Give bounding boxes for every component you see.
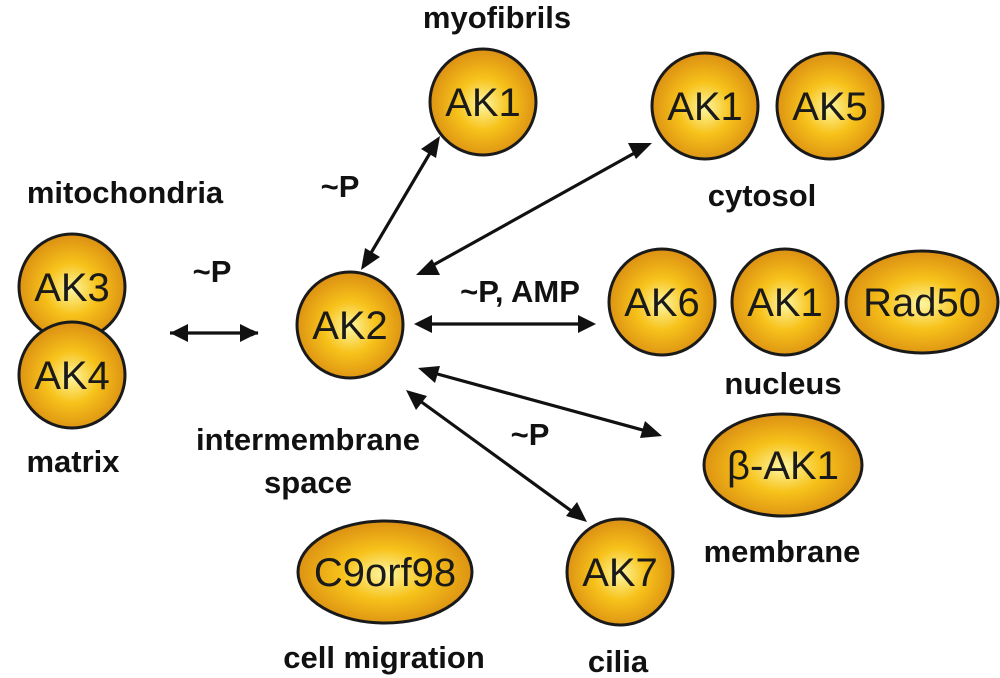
node-beta-ak1-label: β-AK1 <box>727 444 839 488</box>
arrow-head-cytosol-top <box>628 143 652 159</box>
label-cell-migration: cell migration <box>283 640 485 675</box>
arrow-head-cilia-bottom <box>566 502 587 522</box>
arrow-head-cilia-top <box>406 390 427 410</box>
arrow-ak2-membrane <box>429 370 651 434</box>
node-ak7: AK7 <box>565 517 675 627</box>
arrow-label-myofibrils: ~P <box>321 169 360 204</box>
arrow-head-matrix-left <box>170 324 188 342</box>
label-cytosol: cytosol <box>708 178 817 213</box>
label-space: space <box>264 465 352 500</box>
arrow-head-nucleus-right <box>578 315 596 333</box>
node-ak1-nucleus: AK1 <box>730 247 840 357</box>
label-nucleus: nucleus <box>724 366 841 401</box>
label-cilia: cilia <box>588 644 649 678</box>
arrows <box>170 136 662 522</box>
node-ak7-label: AK7 <box>582 551 658 595</box>
arrow-head-nucleus-left <box>414 315 432 333</box>
arrow-label-cilia: ~P <box>511 417 550 452</box>
node-beta-ak1: β-AK1 <box>702 412 864 518</box>
arrow-ak2-cytosol <box>427 148 641 270</box>
arrow-head-cytosol-bottom <box>416 259 440 275</box>
node-c9orf98-label: C9orf98 <box>314 551 456 595</box>
node-ak6-label: AK6 <box>624 281 700 325</box>
arrow-head-matrix-right <box>240 324 258 342</box>
node-ak1-nucleus-label: AK1 <box>747 281 823 325</box>
node-ak1-myofibrils: AK1 <box>428 47 538 157</box>
label-mitochondria: mitochondria <box>27 175 224 210</box>
label-matrix: matrix <box>26 444 120 479</box>
node-ak1-myofibrils-label: AK1 <box>445 81 521 125</box>
arrow-labels: ~P ~P ~P, AMP ~P <box>193 169 580 452</box>
arrow-head-membrane-right <box>640 421 662 438</box>
arrow-head-myofibrils-bottom <box>361 248 380 270</box>
node-ak6: AK6 <box>607 247 717 357</box>
arrow-label-nucleus: ~P, AMP <box>460 274 580 309</box>
node-rad50: Rad50 <box>844 249 1000 355</box>
node-ak4-label: AK4 <box>34 354 110 398</box>
node-c9orf98: C9orf98 <box>296 519 474 625</box>
node-ak1-cytosol-label: AK1 <box>667 85 743 129</box>
arrow-ak2-cilia <box>415 396 578 517</box>
arrow-head-myofibrils-top <box>421 136 440 158</box>
node-ak2-label: AK2 <box>312 304 388 348</box>
arrow-label-matrix: ~P <box>193 254 232 289</box>
label-membrane: membrane <box>704 534 861 569</box>
location-labels: mitochondria matrix intermembrane space … <box>26 0 860 678</box>
node-ak2: AK2 <box>295 270 405 380</box>
node-ak3: AK3 <box>17 232 127 342</box>
node-ak3-label: AK3 <box>34 266 110 310</box>
label-intermembrane: intermembrane <box>196 422 420 457</box>
label-myofibrils: myofibrils <box>423 0 571 35</box>
node-rad50-label: Rad50 <box>863 281 981 325</box>
node-ak5-label: AK5 <box>792 85 868 129</box>
arrow-head-membrane-left <box>418 366 440 383</box>
node-ak1-cytosol: AK1 <box>650 51 760 161</box>
node-ak5: AK5 <box>775 51 885 161</box>
node-ak4: AK4 <box>17 320 127 430</box>
arrow-ak2-myofibrils <box>366 147 435 259</box>
